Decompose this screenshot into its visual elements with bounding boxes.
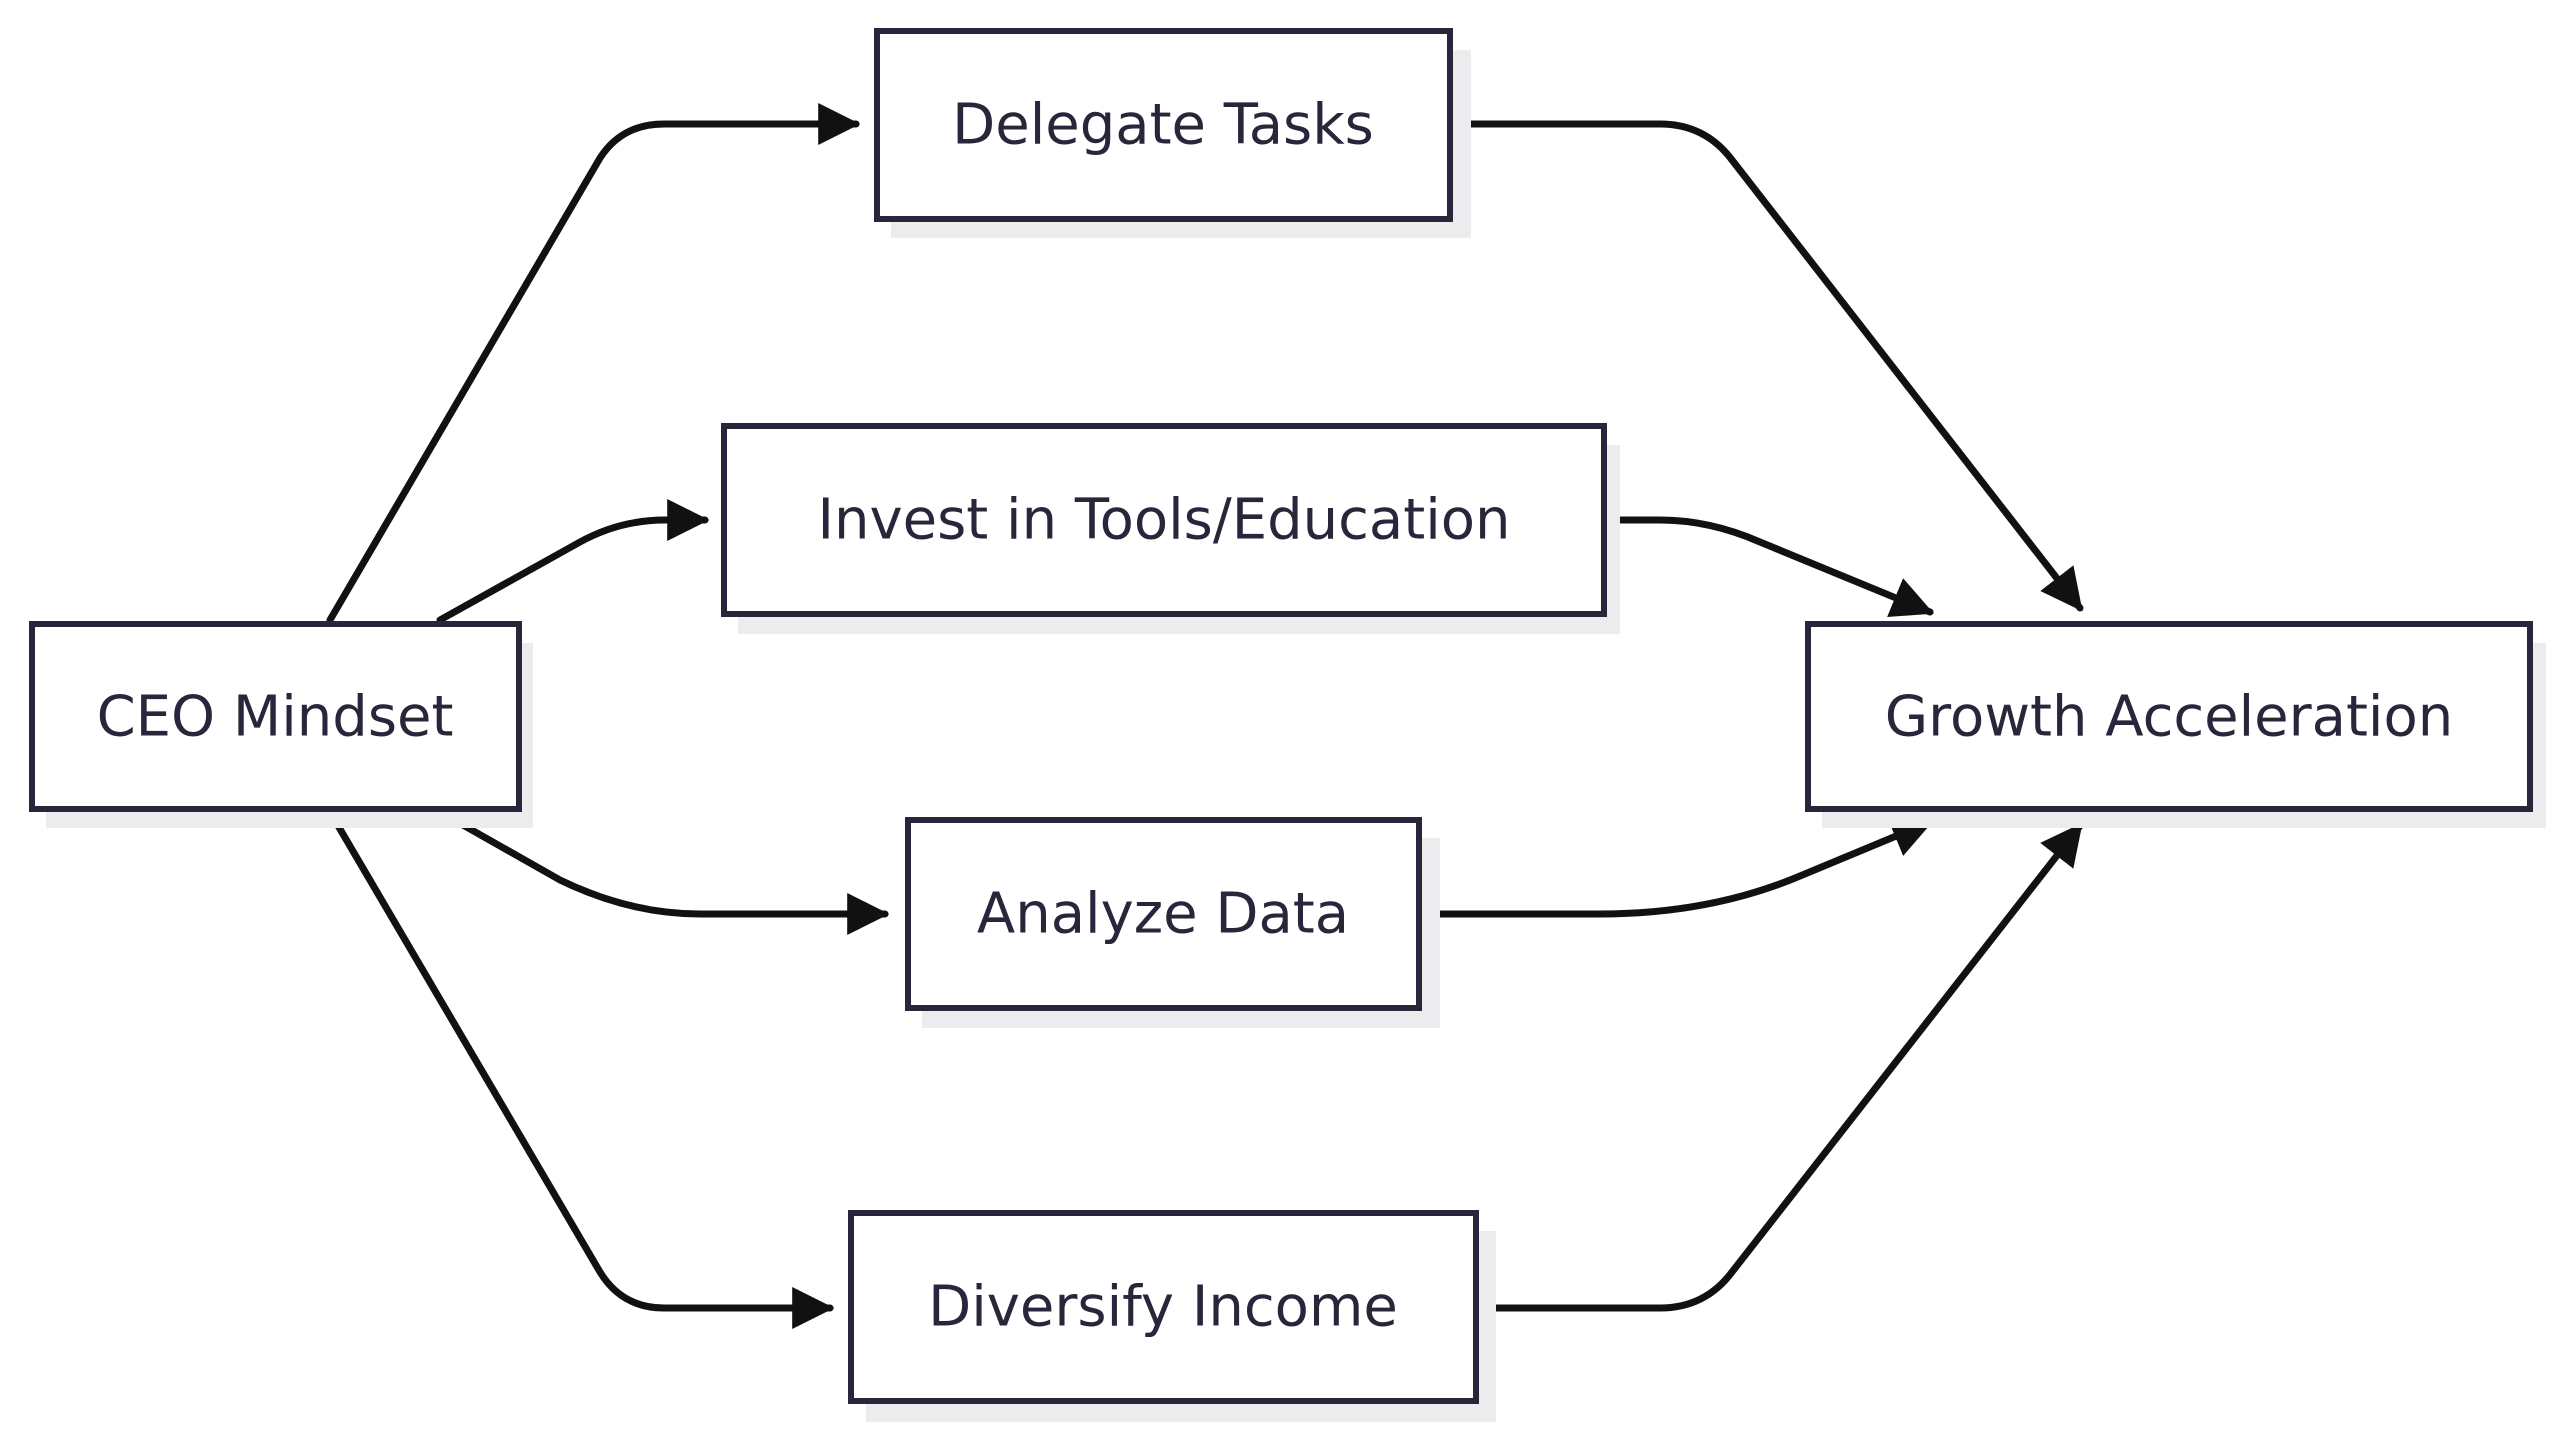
node-label-invest-tools-education: Invest in Tools/Education	[818, 488, 1511, 553]
node-label-analyze-data: Analyze Data	[977, 882, 1349, 947]
node-label-delegate-tasks: Delegate Tasks	[952, 93, 1374, 158]
node-box	[1805, 621, 2533, 812]
edge-ceo-to-delegate	[326, 103, 861, 624]
node-growth-acceleration: Growth Acceleration	[1805, 621, 2546, 828]
node-diversify-income: Diversify Income	[848, 1210, 1496, 1422]
edge-ceo-to-diversify	[326, 808, 835, 1329]
edges	[326, 103, 2084, 1329]
node-invest-tools-education: Invest in Tools/Education	[721, 423, 1620, 634]
node-label-diversify-income: Diversify Income	[928, 1275, 1398, 1340]
edge-ceo-to-analyze	[436, 808, 890, 935]
edge-delegate-to-growth	[1448, 120, 2084, 612]
node-analyze-data: Analyze Data	[905, 817, 1440, 1028]
node-delegate-tasks: Delegate Tasks	[874, 28, 1471, 238]
node-box	[29, 621, 522, 812]
node-box	[848, 1210, 1479, 1404]
edge-invest-to-growth	[1601, 516, 1934, 618]
node-box	[874, 28, 1453, 222]
edge-ceo-to-invest	[436, 499, 710, 624]
edge-diversify-to-growth	[1474, 822, 2084, 1312]
node-box	[721, 423, 1607, 617]
node-box	[905, 817, 1422, 1011]
node-ceo-mindset: CEO Mindset	[29, 621, 533, 828]
node-label-ceo-mindset: CEO Mindset	[97, 685, 454, 750]
edge-analyze-to-growth	[1416, 817, 1934, 918]
node-label-growth-acceleration: Growth Acceleration	[1885, 685, 2453, 750]
